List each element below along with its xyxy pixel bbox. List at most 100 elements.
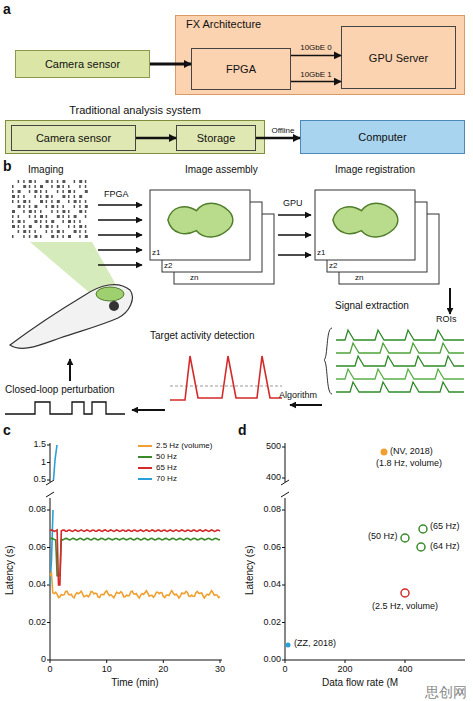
texture-mark bbox=[62, 180, 65, 183]
texture-mark bbox=[79, 230, 81, 233]
box-label: Storage bbox=[197, 132, 236, 144]
legend-swatch bbox=[138, 467, 152, 469]
pulse-train bbox=[5, 402, 125, 414]
texture-mark bbox=[74, 190, 76, 193]
texture-mark bbox=[74, 205, 76, 208]
texture-mark bbox=[74, 200, 77, 203]
texture-mark bbox=[57, 190, 59, 193]
texture-mark bbox=[34, 210, 36, 213]
algorithm-arrow bbox=[290, 404, 322, 406]
legend-text: 50 Hz bbox=[156, 452, 177, 462]
roi-trace bbox=[336, 382, 464, 392]
texture-mark bbox=[23, 180, 25, 183]
texture-mark bbox=[62, 210, 65, 213]
texture-mark bbox=[18, 200, 20, 203]
texture-mark bbox=[34, 180, 36, 183]
texture-mark bbox=[29, 180, 32, 183]
text-label: Target activity detection bbox=[150, 330, 255, 342]
box-label: Computer bbox=[358, 131, 406, 143]
texture-mark bbox=[40, 225, 42, 228]
latency-series bbox=[50, 530, 220, 585]
texture-mark bbox=[79, 185, 81, 188]
texture-mark bbox=[51, 205, 54, 208]
texture-mark bbox=[62, 215, 64, 218]
texture-mark bbox=[29, 210, 32, 213]
texture-mark bbox=[51, 185, 53, 188]
tick-label: 0.06 bbox=[16, 542, 46, 552]
texture-mark bbox=[57, 205, 59, 208]
texture-mark bbox=[46, 215, 48, 218]
texture-mark bbox=[40, 190, 42, 193]
texture-mark bbox=[74, 195, 76, 198]
texture-mark bbox=[23, 220, 25, 223]
imaging-texture bbox=[12, 180, 88, 238]
tick-label: 400 bbox=[251, 472, 281, 482]
texture-mark bbox=[57, 235, 59, 238]
texture-mark bbox=[85, 200, 87, 203]
texture-mark bbox=[34, 185, 36, 188]
texture-mark bbox=[34, 195, 36, 198]
latency-series bbox=[50, 538, 220, 575]
tick-label: 0.02 bbox=[16, 617, 46, 627]
text-label: Data flow rate (M bbox=[322, 677, 398, 689]
text-label: ROIs bbox=[436, 314, 457, 324]
tick-label: 10 bbox=[102, 664, 112, 674]
texture-mark bbox=[79, 210, 82, 213]
texture-mark bbox=[57, 230, 60, 233]
legend-row: 2.5 Hz (volume) bbox=[138, 441, 212, 451]
texture-mark bbox=[85, 185, 87, 188]
texture-mark bbox=[40, 215, 43, 218]
panel-letter: b bbox=[3, 158, 12, 174]
texture-mark bbox=[74, 215, 77, 218]
fish-eye bbox=[109, 301, 119, 311]
texture-mark bbox=[46, 180, 49, 183]
legend-row: 70 Hz bbox=[138, 474, 177, 484]
legend-row: 65 Hz bbox=[138, 463, 177, 473]
texture-mark bbox=[40, 235, 42, 238]
roi-trace bbox=[336, 356, 464, 366]
text-label: (65 Hz) bbox=[430, 521, 460, 531]
texture-mark bbox=[29, 185, 31, 188]
texture-mark bbox=[23, 205, 25, 208]
roi-trace bbox=[336, 369, 464, 379]
tick-label: 0 bbox=[282, 664, 287, 674]
chart-d-axes bbox=[281, 443, 465, 663]
tick-label: 400 bbox=[397, 664, 412, 674]
texture-mark bbox=[12, 195, 15, 198]
texture-mark bbox=[40, 195, 42, 198]
texture-mark bbox=[74, 230, 77, 233]
texture-mark bbox=[51, 210, 53, 213]
texture-mark bbox=[29, 205, 31, 208]
texture-mark bbox=[18, 225, 20, 228]
texture-mark bbox=[79, 200, 81, 203]
text-label: Image assembly bbox=[185, 164, 258, 176]
panel-letter: d bbox=[238, 422, 247, 438]
legend-text: 2.5 Hz (volume) bbox=[156, 441, 212, 451]
text-label: FPGA bbox=[104, 189, 129, 199]
texture-mark bbox=[51, 220, 54, 223]
texture-mark bbox=[29, 200, 31, 203]
texture-mark bbox=[18, 180, 20, 183]
texture-mark bbox=[29, 230, 31, 233]
texture-mark bbox=[51, 195, 53, 198]
texture-mark bbox=[74, 180, 76, 183]
perturb-arrow bbox=[132, 409, 165, 411]
tick-label: 500 bbox=[251, 441, 281, 451]
texture-mark bbox=[29, 215, 31, 218]
texture-mark bbox=[23, 200, 26, 203]
edge-label: 10GbE 1 bbox=[299, 70, 333, 80]
texture-mark bbox=[62, 220, 64, 223]
text-label: zn bbox=[355, 273, 363, 282]
assembly-stack bbox=[150, 190, 274, 284]
legend-text: 65 Hz bbox=[156, 463, 177, 473]
tick-label: 0.06 bbox=[251, 542, 281, 552]
chart-c-series bbox=[50, 445, 220, 598]
roi-trace bbox=[336, 343, 464, 353]
texture-mark bbox=[12, 185, 14, 188]
tick-label: 30 bbox=[215, 664, 225, 674]
tick-label: 0.02 bbox=[251, 617, 281, 627]
process-box: Camera sensor bbox=[11, 125, 136, 151]
roi-bracket bbox=[324, 328, 332, 394]
connector bbox=[150, 63, 191, 66]
texture-mark bbox=[40, 185, 43, 188]
